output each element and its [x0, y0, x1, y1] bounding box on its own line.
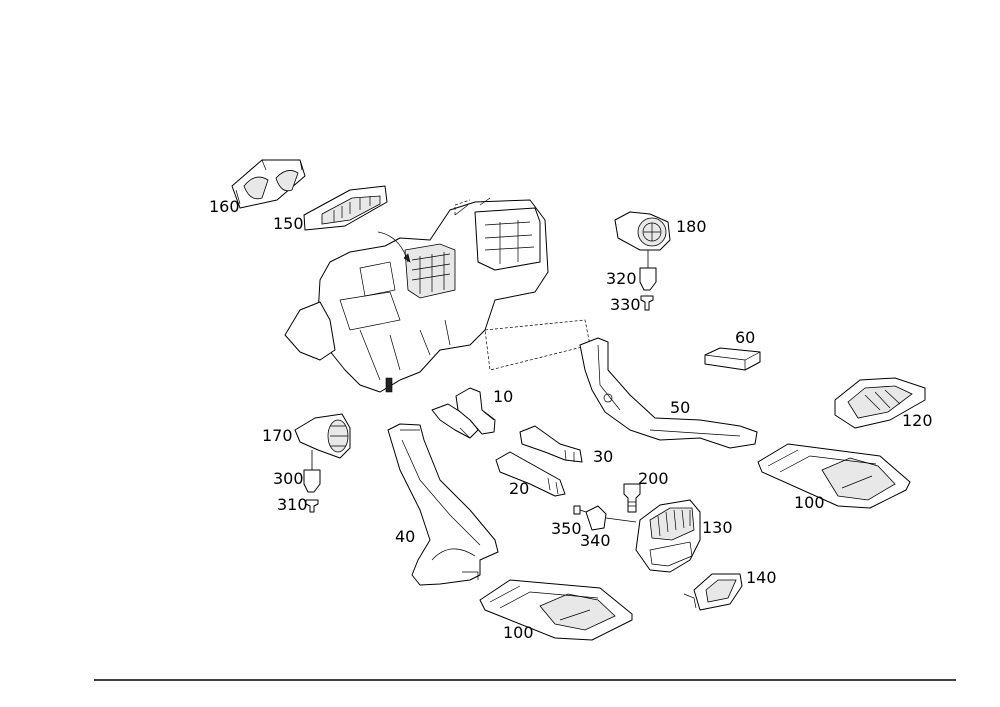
main-housing-assembly	[284, 197, 549, 393]
part-40-vertical-duct	[387, 423, 499, 586]
callout-160: 160	[209, 197, 240, 216]
part-350-pin	[573, 505, 587, 515]
callout-100-upper: 100	[794, 493, 825, 512]
part-130-rear-vent	[635, 499, 701, 573]
callout-340: 340	[580, 531, 611, 550]
part-50-rear-duct	[579, 337, 758, 449]
callout-30: 30	[593, 447, 613, 466]
part-10-ducts	[431, 387, 496, 439]
part-20-duct	[495, 451, 566, 497]
part-100-tray-lower	[479, 579, 633, 641]
part-340-bracket	[585, 505, 637, 531]
part-160-twin-vent	[231, 159, 306, 209]
part-100-tray-upper	[757, 443, 911, 509]
callout-180: 180	[676, 217, 707, 236]
callout-10: 10	[493, 387, 513, 406]
callout-350: 350	[551, 519, 582, 538]
callout-120: 120	[902, 411, 933, 430]
callout-60: 60	[735, 328, 755, 347]
callout-300: 300	[273, 469, 304, 488]
part-310-screw	[305, 499, 319, 513]
part-200-screw	[623, 483, 641, 513]
callout-40: 40	[395, 527, 415, 546]
callout-330: 330	[610, 295, 641, 314]
part-320-clip	[639, 267, 657, 291]
callout-140: 140	[746, 568, 777, 587]
callout-170: 170	[262, 426, 293, 445]
callout-200: 200	[638, 469, 669, 488]
part-170-side-vent	[294, 413, 351, 470]
part-140-module	[683, 573, 743, 611]
callout-150: 150	[273, 214, 304, 233]
callout-20: 20	[509, 479, 529, 498]
callout-320: 320	[606, 269, 637, 288]
part-150-center-vent	[303, 185, 388, 231]
part-30-duct	[519, 425, 583, 463]
callout-310: 310	[277, 495, 308, 514]
callout-50: 50	[670, 398, 690, 417]
part-60-filter	[704, 347, 761, 371]
part-300-clip	[303, 469, 321, 493]
callout-100-lower: 100	[503, 623, 534, 642]
dashed-connector	[484, 319, 591, 371]
callout-130: 130	[702, 518, 733, 537]
callout-labels: 160 150 180 320 330 60 10 50 120 170 30 …	[209, 197, 933, 642]
part-120-grille	[834, 377, 926, 429]
part-330-screw	[640, 295, 654, 311]
part-180-round-vent	[614, 211, 671, 268]
